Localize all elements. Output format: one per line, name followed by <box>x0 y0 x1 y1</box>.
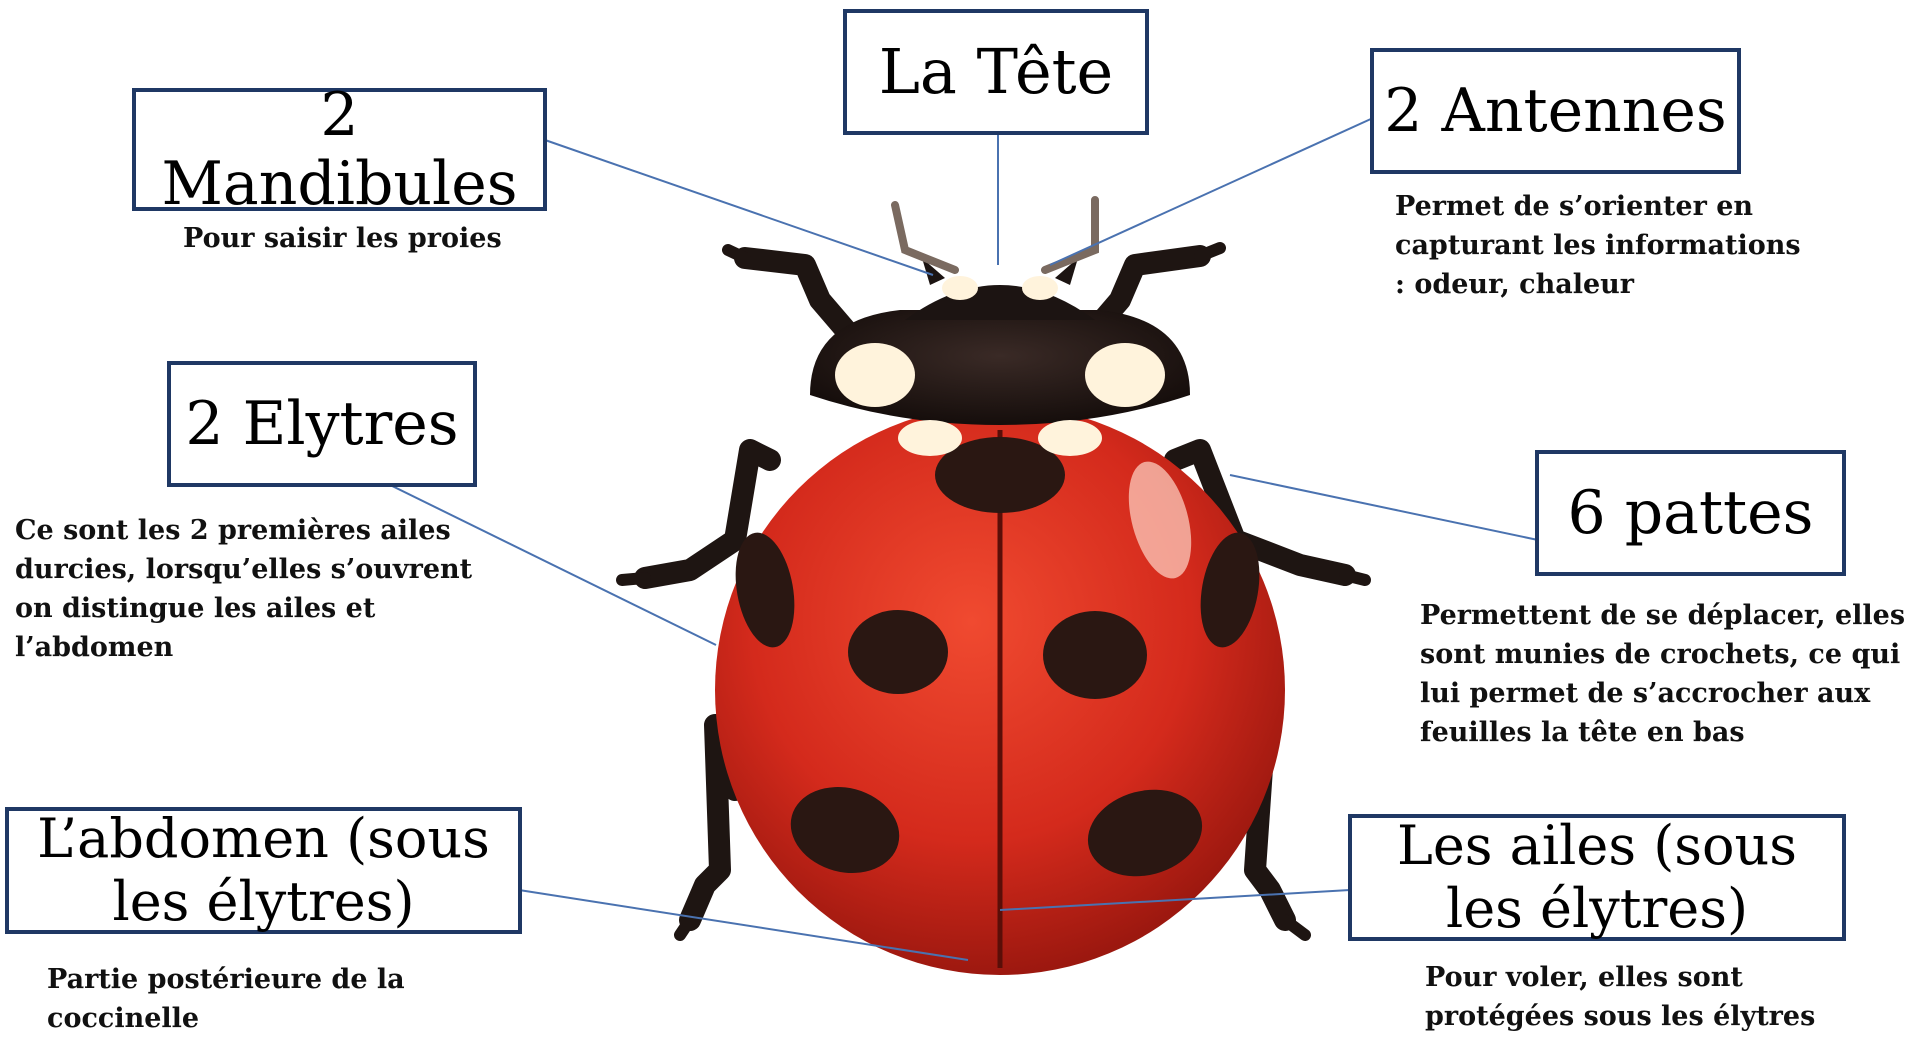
label-abdomen-text: L’abdomen (sous les élytres) <box>29 808 498 932</box>
desc-elytres: Ce sont les 2 premières ailes durcies, l… <box>15 511 485 667</box>
label-ailes: Les ailes (sous les élytres) <box>1348 814 1846 941</box>
label-antennes: 2 Antennes <box>1370 48 1741 174</box>
connector-abdomen <box>519 890 968 960</box>
desc-mandibules: Pour saisir les proies <box>183 219 563 258</box>
connector-ailes <box>1000 890 1350 910</box>
desc-ailes: Pour voler, elles sont protégées sous le… <box>1425 958 1845 1036</box>
desc-abdomen: Partie postérieure de la coccinelle <box>47 960 547 1038</box>
label-pattes-text: 6 pattes <box>1568 479 1814 548</box>
label-tete-text: La Tête <box>879 36 1114 107</box>
label-elytres: 2 Elytres <box>167 361 477 487</box>
label-mandibules-text: 2 Mandibules <box>136 81 543 219</box>
connector-pattes <box>1230 475 1538 540</box>
label-elytres-text: 2 Elytres <box>185 390 458 459</box>
label-ailes-text: Les ailes (sous les élytres) <box>1372 815 1822 939</box>
connector-mandibules <box>545 140 933 275</box>
connector-antennes <box>1050 118 1373 265</box>
desc-pattes: Permettent de se déplacer, elles sont mu… <box>1420 596 1925 752</box>
desc-antennes: Permet de s’orienter en capturant les in… <box>1395 187 1815 304</box>
label-tete: La Tête <box>843 9 1149 135</box>
label-mandibules: 2 Mandibules <box>132 88 547 211</box>
label-abdomen: L’abdomen (sous les élytres) <box>5 807 522 934</box>
label-antennes-text: 2 Antennes <box>1384 77 1726 146</box>
label-pattes: 6 pattes <box>1535 450 1846 576</box>
